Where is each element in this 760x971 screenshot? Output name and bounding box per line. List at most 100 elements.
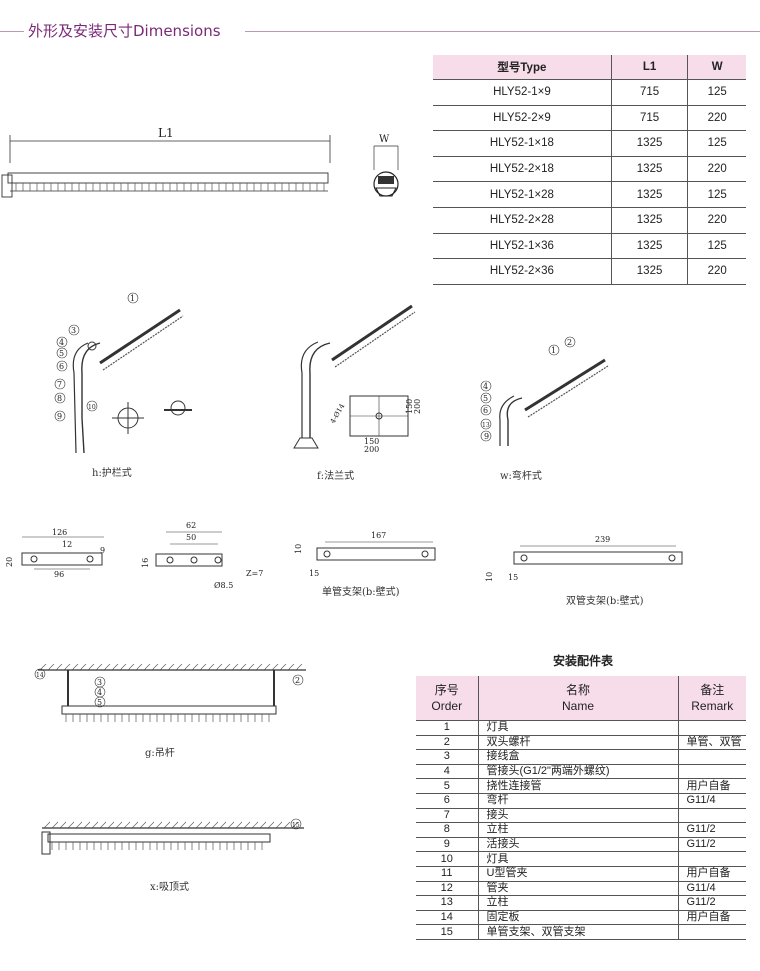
parts-cell: G11/2 [677,822,746,838]
b2-side: 16 [141,558,150,568]
caption-ceiling: x:吸顶式 [150,882,190,893]
spec-cell: 125 [687,130,746,157]
spec-cell: 1325 [610,258,688,285]
parts-cell [677,764,746,780]
spec-cell: 715 [610,105,688,132]
spec-cell: HLY52-2×9 [433,105,612,132]
parts-cell [677,749,746,765]
parts-cell: 4 [416,764,478,780]
spec-cell: 220 [687,156,746,183]
parts-cell: 接头 [477,808,678,824]
spec-cell: 1325 [610,130,688,157]
b2-angle: Z=7 [246,569,263,578]
parts-cell [677,808,746,824]
single-bracket-drawing: 167 10 15 [294,531,436,578]
svg-text:5: 5 [97,698,102,707]
pendant-mount-drawing: 14 3 4 5 2 [34,663,306,722]
spec-cell: HLY52-2×18 [433,156,612,183]
parts-cell [677,924,746,940]
svg-text:6: 6 [59,362,64,371]
svg-text:2: 2 [567,338,572,347]
svg-text:13: 13 [482,422,490,429]
parts-cell: 单管支架、双管支架 [477,924,678,940]
svg-text:8: 8 [57,394,62,403]
svg-text:5: 5 [483,394,488,403]
svg-text:6: 6 [483,406,488,415]
b2-hole: Ø8.5 [214,581,233,590]
parts-cell: 15 [416,924,478,940]
caption-double-bracket: 双管支架(b:壁式) [566,596,644,607]
parts-cell: 立柱 [477,895,678,911]
parts-cell: 9 [416,837,478,853]
parts-cell: G11/2 [677,837,746,853]
header-line-right [245,31,760,32]
flange-dim-d3: 150 [405,399,414,414]
parts-cell: 2 [416,735,478,751]
parts-cell: 灯具 [477,851,678,867]
luminaire-side-view: L1 [1,126,331,198]
double-len: 239 [595,535,610,544]
svg-text:3: 3 [71,326,76,335]
dim-l1: L1 [158,126,174,140]
parts-cell: 7 [416,808,478,824]
parts-cell: 用户自备 [677,910,746,926]
parts-cell: 3 [416,749,478,765]
parts-cell [677,720,746,736]
b1-height: 20 [5,557,14,567]
parts-cell: U型管夹 [477,866,678,882]
parts-table-title: 安装配件表 [553,654,614,668]
b2-top: 62 [186,521,196,530]
spec-cell: 220 [687,207,746,234]
parts-cell: G11/4 [677,793,746,809]
svg-text:3: 3 [97,678,102,687]
spec-cell: HLY52-1×18 [433,130,612,157]
parts-cell: 管接头(G1/2"两端外螺纹) [477,764,678,780]
svg-text:1: 1 [551,346,556,355]
parts-cell: 固定板 [477,910,678,926]
svg-text:4: 4 [59,338,64,347]
spec-cell: 220 [687,105,746,132]
parts-cell: 8 [416,822,478,838]
spec-header-1: L1 [610,55,688,80]
spec-cell: 125 [687,79,746,106]
flange-dim-d2: 200 [364,445,379,454]
caption-pendant: g:吊杆 [145,748,175,759]
parts-cell: 灯具 [477,720,678,736]
flange-mount-drawing: 150 200 150 200 4-Ø14 [293,304,422,454]
parts-cell: 6 [416,793,478,809]
parts-cell: 13 [416,895,478,911]
spec-cell: 1325 [610,233,688,260]
parts-cell: 接线盒 [477,749,678,765]
parts-cell: 用户自备 [677,778,746,794]
parts-cell: 活接头 [477,837,678,853]
spec-cell: 220 [687,258,746,285]
svg-text:9: 9 [484,432,489,441]
b1-bottom: 96 [54,570,64,579]
svg-text:15: 15 [292,822,300,829]
caption-guardrail: h:护栏式 [92,468,132,479]
double-off: 15 [508,573,518,582]
spec-cell: 125 [687,181,746,208]
double-h: 10 [485,572,494,582]
spec-cell: HLY52-2×28 [433,207,612,234]
parts-cell: 挠性连接管 [477,778,678,794]
page-title: 外形及安装尺寸Dimensions [28,22,221,40]
caption-single-bracket: 单管支架(b:壁式) [322,587,400,598]
parts-cell: 管夹 [477,881,678,897]
spec-header-2: W [687,55,746,80]
parts-cell: 单管、双管 [677,735,746,751]
dim-w: W [379,134,390,145]
